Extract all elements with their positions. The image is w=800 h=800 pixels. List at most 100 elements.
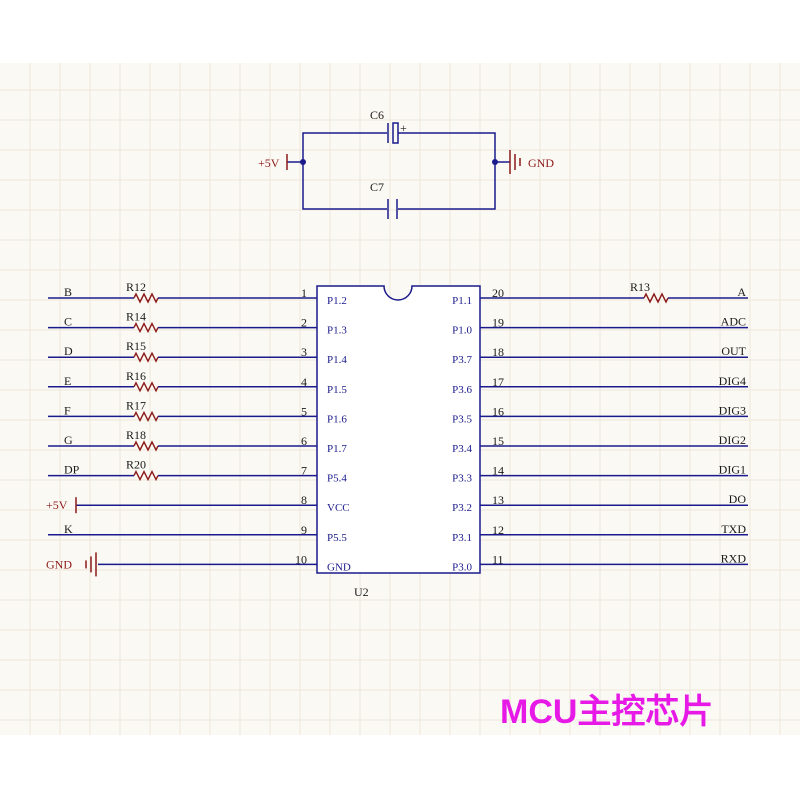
pin-name: P1.4 [327, 354, 347, 366]
pin-number: 12 [492, 523, 504, 537]
pin-row-left: R12 B 1P1.2 [48, 280, 347, 307]
pin-name: P3.7 [452, 354, 472, 366]
pin-number: 7 [301, 464, 307, 478]
pin-name: P1.7 [327, 443, 347, 455]
net-label: F [64, 403, 71, 417]
resistor-symbol [133, 381, 159, 393]
pin-name: P1.3 [327, 325, 347, 337]
pin-number: 1 [301, 286, 307, 300]
resistor-label: R17 [126, 398, 146, 412]
polarity-mark: + [400, 121, 407, 135]
gnd-label: GND [528, 156, 554, 170]
pin-number: 14 [492, 464, 504, 478]
pin-name: P1.6 [327, 413, 347, 425]
net-label: DIG1 [719, 463, 746, 477]
wire [398, 162, 496, 210]
pin-name: P5.5 [327, 532, 347, 544]
net-label: RXD [721, 551, 747, 565]
pin-name: P1.1 [452, 295, 472, 307]
capacitor-c7: C7 [370, 180, 398, 219]
pin-name: P3.6 [452, 384, 472, 396]
junction-dot [492, 159, 498, 165]
diagram-title: MCU主控芯片 [500, 693, 713, 731]
pin-name: P3.3 [452, 473, 472, 485]
pin-row-left: R16 E 4P1.5 [48, 369, 347, 396]
pin-name: P1.5 [327, 384, 347, 396]
resistor-symbol [133, 440, 159, 452]
resistor-label: R14 [126, 310, 146, 324]
net-label: G [64, 433, 73, 447]
pin-number: 4 [301, 375, 307, 389]
net-label: DIG3 [719, 403, 746, 417]
resistor-label: R16 [126, 369, 146, 383]
resistor-label: R13 [630, 280, 650, 294]
net-label: DO [729, 492, 747, 506]
pin-number: 15 [492, 434, 504, 448]
pin-row-left: R14 C 2P1.3 [48, 310, 347, 337]
decoupling-network: C6 + C7 +5V GND [258, 108, 554, 219]
chip-designator: U2 [354, 585, 369, 599]
pin-name: P3.0 [452, 561, 472, 573]
pin-name: P3.4 [452, 443, 472, 455]
pin-number: 6 [301, 434, 307, 448]
pin-name: P1.2 [327, 295, 347, 307]
pin-number: 20 [492, 286, 504, 300]
vcc-port: +5V [258, 154, 288, 170]
wire [302, 162, 387, 210]
pin-row-left: R17 F 5P1.6 [48, 398, 347, 425]
net-label: DIG4 [719, 374, 746, 388]
grid [0, 63, 800, 735]
resistor-symbol [133, 410, 159, 422]
net-label: D [64, 344, 73, 358]
resistor-label: R12 [126, 280, 146, 294]
resistor-symbol [133, 292, 159, 304]
net-label: B [64, 285, 72, 299]
pin-name: GND [327, 561, 351, 573]
resistor-label: R18 [126, 428, 146, 442]
capacitor-c6: C6 + [370, 108, 407, 144]
net-label: +5V [46, 498, 68, 512]
pin-name: P3.5 [452, 413, 472, 425]
net-label: TXD [721, 522, 746, 536]
pin-name: P1.0 [452, 325, 472, 337]
resistor-label: R20 [126, 458, 146, 472]
resistor-symbol [133, 470, 159, 482]
net-label: E [64, 374, 71, 388]
net-label: GND [46, 557, 72, 571]
net-label: A [737, 285, 746, 299]
vcc-label: +5V [258, 156, 280, 170]
pin-name: P3.2 [452, 502, 472, 514]
resistor-symbol [643, 292, 669, 304]
wire [398, 132, 496, 162]
pin-number: 2 [301, 316, 307, 330]
net-label: C [64, 315, 72, 329]
pin-number: 13 [492, 493, 504, 507]
wire [302, 132, 387, 162]
pin-number: 3 [301, 345, 307, 359]
net-label: OUT [721, 344, 746, 358]
net-label: ADC [721, 315, 746, 329]
mcu-chip: U2 [316, 285, 481, 599]
pin-number: 10 [295, 552, 307, 566]
resistor-symbol [133, 351, 159, 363]
pin-row-left: R18 G 6P1.7 [48, 428, 347, 455]
pin-number: 5 [301, 404, 307, 418]
net-label: DIG2 [719, 433, 746, 447]
